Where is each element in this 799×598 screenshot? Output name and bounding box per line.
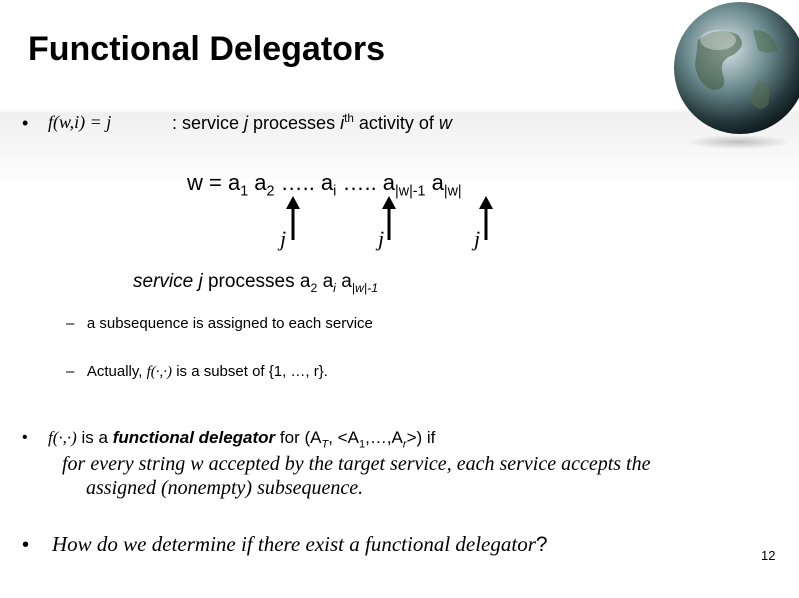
arrow-2 bbox=[382, 196, 396, 240]
arrow-3 bbox=[479, 196, 493, 240]
processes-line: service j processes a2 ai a|w|-1 bbox=[133, 271, 379, 295]
page-number: 12 bbox=[761, 548, 776, 563]
bullet-2-line-1: for every string w accepted by the targe… bbox=[62, 453, 651, 475]
sub-bullet-1: – a subsequence is assigned to each serv… bbox=[66, 315, 373, 332]
arrow-label-3: j bbox=[474, 226, 481, 251]
arrow-label-1: j bbox=[280, 226, 287, 251]
arrow-label-2: j bbox=[378, 226, 385, 251]
bullet-1-formula: f(w,i) = j bbox=[48, 112, 112, 132]
bullet-glyph: • bbox=[22, 113, 29, 133]
bullet-3-text: How do we determine if there exist a fun… bbox=[52, 532, 548, 556]
slide-title: Functional Delegators bbox=[28, 30, 386, 68]
sub-bullet-2: – Actually, f(·,·) is a subset of {1, …,… bbox=[66, 363, 328, 380]
bullet-2-line-2: assigned (nonempty) subsequence. bbox=[86, 477, 364, 499]
bullet-1-text: : service j processes ith activity of w bbox=[172, 112, 452, 133]
bullet-1: • bbox=[22, 113, 28, 134]
arrow-1 bbox=[286, 196, 300, 240]
bullet-3: • bbox=[22, 534, 30, 556]
globe-icon bbox=[674, 2, 799, 149]
sequence-line: w = a1 a2 ….. ai ….. a|w|-1 a|w| bbox=[187, 170, 462, 200]
bullet-2: • bbox=[22, 429, 28, 446]
bullet-2-text: f(·,·) is a functional delegator for (AT… bbox=[48, 428, 436, 451]
